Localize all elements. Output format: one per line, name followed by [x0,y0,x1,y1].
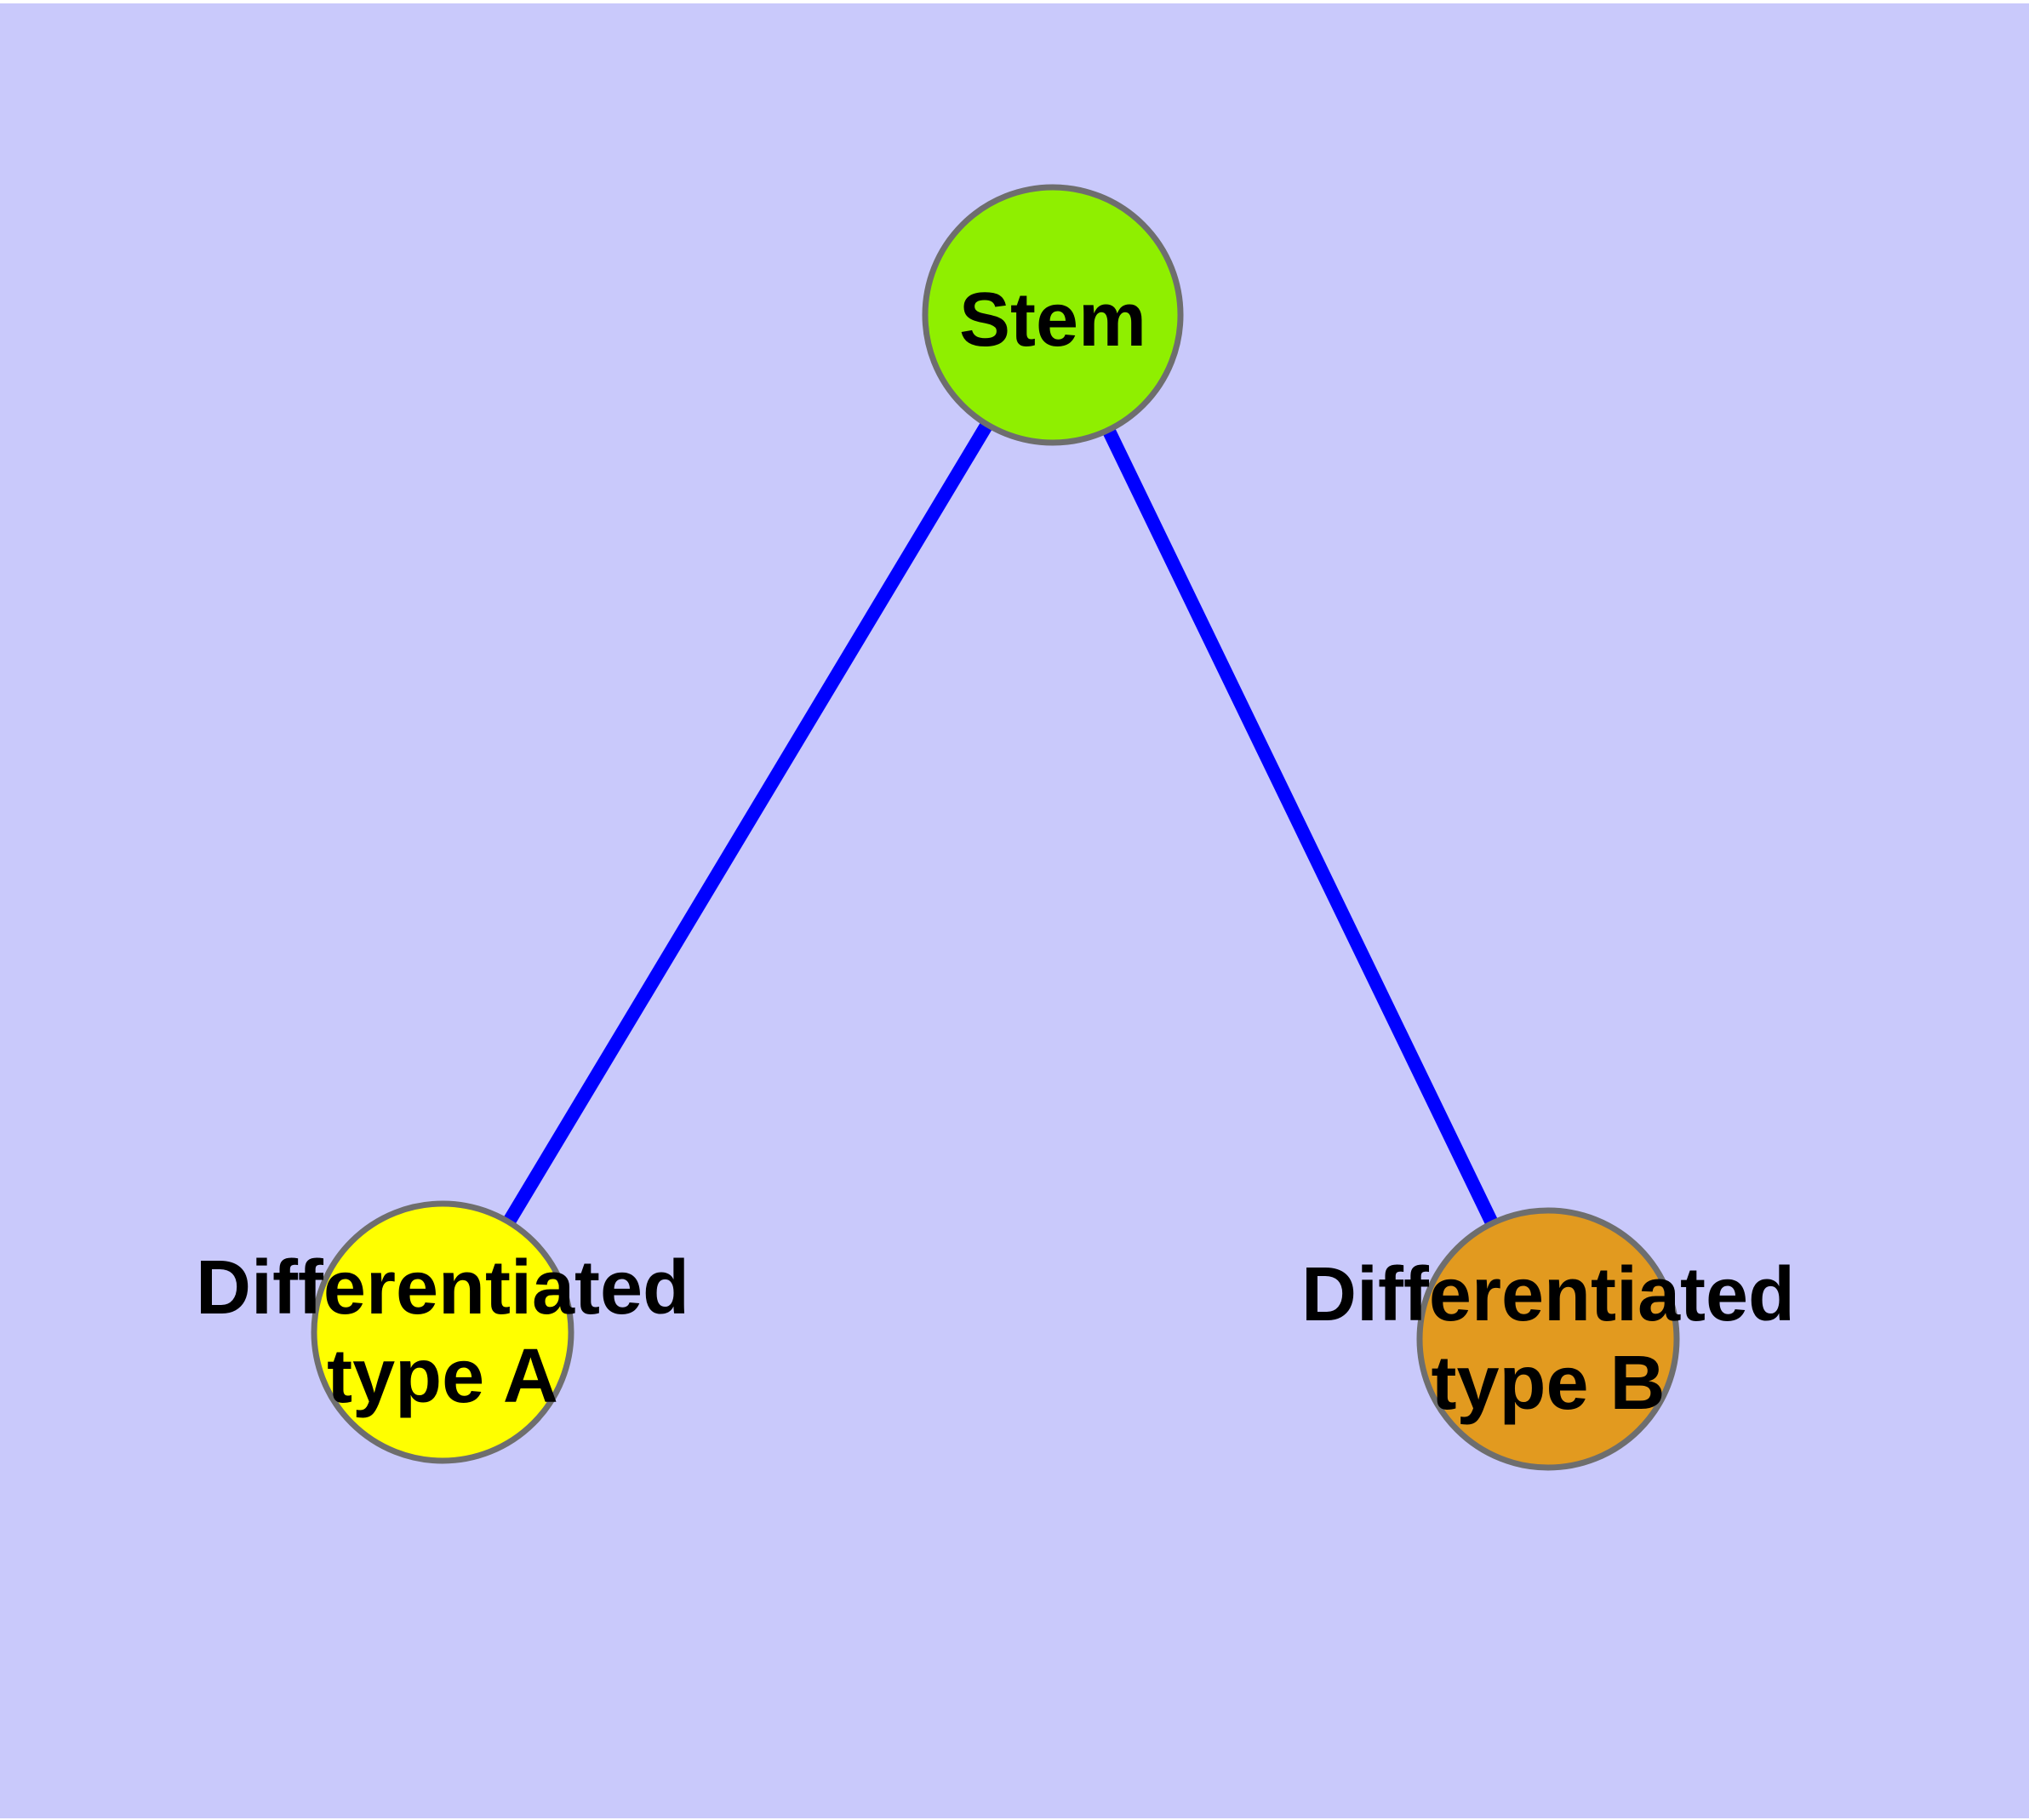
node-label-type-a-line2: type A [327,1334,558,1419]
edge-stem-to-type-b [1046,312,1555,1342]
node-differentiated-type-b [1416,1207,1680,1471]
node-label-type-b-line2: type B [1431,1341,1665,1426]
edge-stem-to-type-a [437,311,1059,1336]
node-label-type-a-line1: Differentiated [196,1245,689,1331]
node-differentiated-type-a [311,1200,574,1464]
node-label-type-b-line1: Differentiated [1301,1252,1795,1337]
node-label-stem: Stem [959,278,1146,363]
node-stem [922,184,1184,446]
